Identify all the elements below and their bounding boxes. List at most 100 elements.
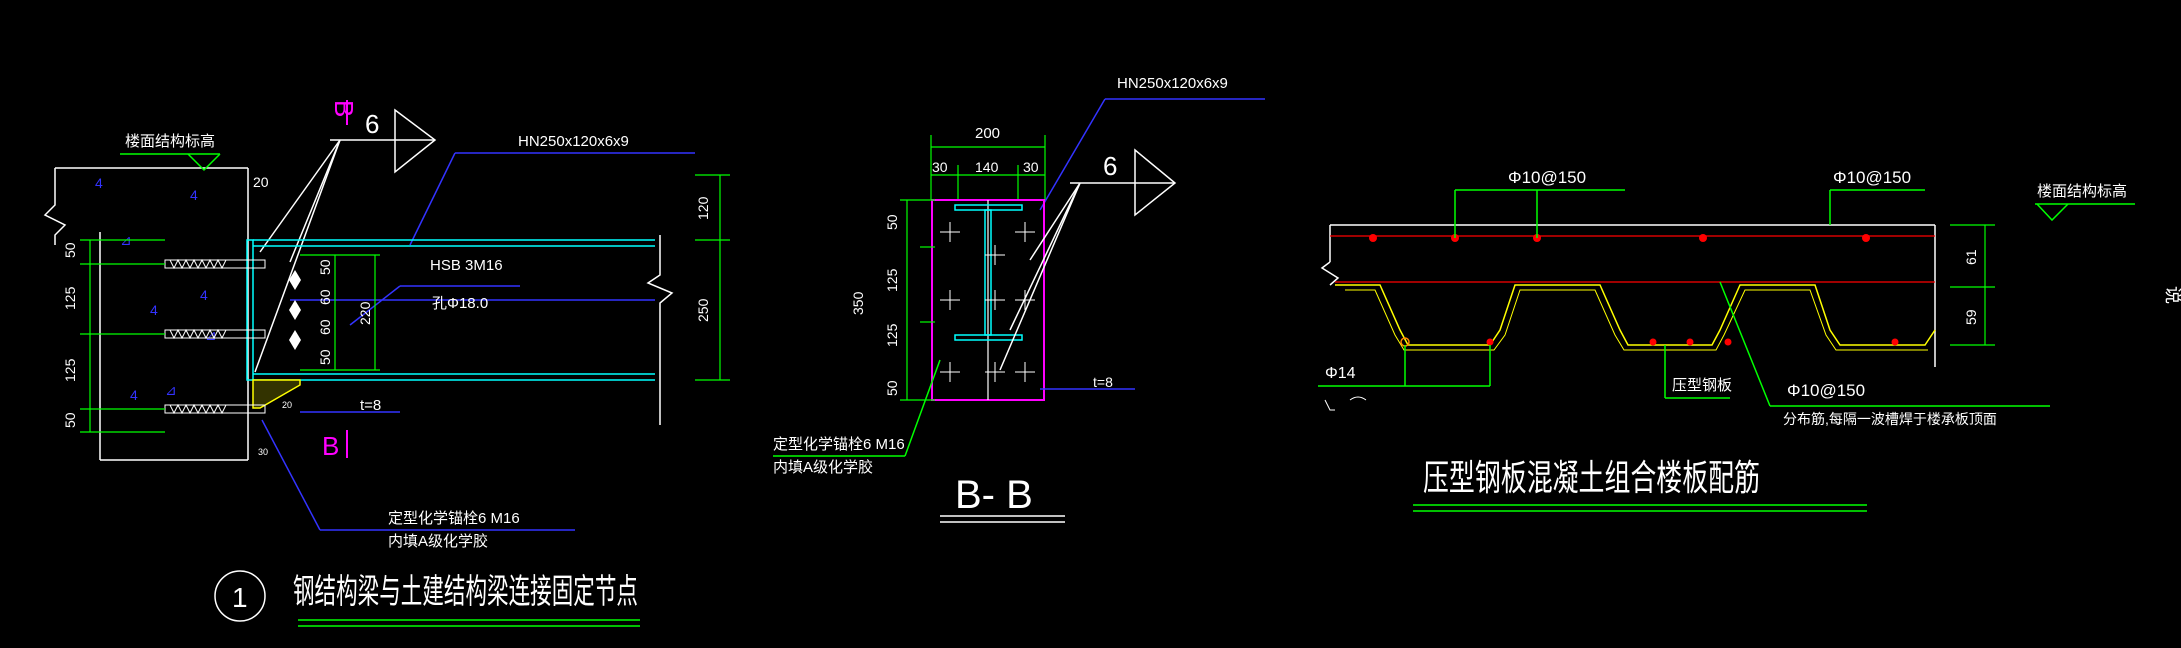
weld-symbol-detail-2: 6 (999, 148, 1177, 371)
right-dimensions-slab (1950, 224, 1995, 346)
svg-text:50: 50 (62, 242, 78, 258)
bolt-label: HSB 3M16 (430, 257, 503, 274)
svg-text:t=8: t=8 (1093, 374, 1113, 390)
svg-text:350: 350 (850, 291, 866, 315)
svg-text:61: 61 (1963, 249, 1979, 265)
svg-text:B: B (329, 100, 359, 117)
svg-text:定型化学锚栓6 M16: 定型化学锚栓6 M16 (773, 436, 905, 453)
detail-3-title-text: 压型钢板混凝土组合楼板配筋 (1423, 457, 1760, 498)
svg-text:59: 59 (1963, 309, 1979, 325)
svg-text:125: 125 (62, 358, 78, 382)
rebar-label-top-right: Φ10@150 (1829, 168, 1925, 225)
steel-beam (253, 239, 655, 381)
svg-text:Φ14: Φ14 (1325, 365, 1356, 382)
svg-text:分布筋,每隔一波槽焊于楼承板顶面: 分布筋,每隔一波槽焊于楼承板顶面 (1783, 411, 1997, 427)
weld-size-label: 6 (365, 109, 379, 139)
svg-text:HN250x120x6x9: HN250x120x6x9 (518, 133, 629, 150)
section-title: B- B (955, 473, 1033, 517)
left-dimensions (80, 239, 165, 433)
detail-number: 1 (232, 582, 248, 613)
distribution-rebar-note: Φ10@150 分布筋,每隔一波槽焊于楼承板顶面 (1719, 281, 2050, 427)
svg-text:60: 60 (317, 319, 333, 335)
detail-3-composite-slab: Φ10@150 Φ10@150 楼面结构标高 61 59 Φ14 (1318, 168, 2181, 512)
floor-level-label: 楼面结构标高 (125, 133, 215, 150)
svg-text:125: 125 (62, 286, 78, 310)
svg-text:30: 30 (932, 159, 948, 175)
svg-text:50: 50 (317, 349, 333, 365)
anchor-bolt (164, 403, 266, 415)
svg-text:B: B (322, 431, 339, 461)
svg-text:30: 30 (258, 447, 268, 457)
anchor-note-detail-2: 定型化学锚栓6 M16 内填A级化学胶 (773, 359, 941, 476)
detail-2-section-bb: HN250x120x6x9 200 30 140 30 (773, 75, 1265, 523)
svg-text:50: 50 (62, 412, 78, 428)
slab-outline (1320, 224, 1936, 367)
anchor-bolts (164, 258, 266, 415)
svg-text:4: 4 (130, 387, 138, 403)
svg-text:220: 220 (357, 301, 373, 325)
svg-text:定型化学锚栓6 M16: 定型化学锚栓6 M16 (388, 510, 520, 527)
svg-text:125: 125 (884, 323, 900, 347)
weld-symbol-detail-1: 6 (254, 108, 437, 373)
floor-level-marker-right: 楼面结构标高 (2035, 183, 2135, 222)
end-plate (246, 239, 254, 381)
detail-1-title: 1 钢结构梁与土建结构梁连接固定节点 (214, 570, 640, 627)
svg-text:内填A级化学胶: 内填A级化学胶 (773, 459, 873, 476)
deck-label: 压型钢板 (1664, 345, 1732, 399)
svg-text:⊿: ⊿ (205, 327, 217, 343)
svg-text:250: 250 (695, 298, 711, 322)
middle-dimension-text: 50 60 60 50 220 (317, 259, 373, 365)
section-mark-b-bottom: B (322, 430, 348, 461)
left-dimension-text: 50 125 125 50 (62, 242, 78, 428)
rebar-label-top-left: Φ10@150 (1454, 168, 1625, 238)
svg-text:内填A级化学胶: 内填A级化学胶 (388, 533, 488, 550)
svg-text:4: 4 (95, 175, 103, 191)
svg-text:Φ10@150: Φ10@150 (1833, 168, 1911, 187)
svg-text:4: 4 (190, 187, 198, 203)
svg-text:60: 60 (317, 289, 333, 305)
svg-text:140: 140 (975, 159, 999, 175)
top-dimensions-bb (930, 135, 1046, 200)
svg-text:30: 30 (1023, 159, 1039, 175)
left-dimensions-bb (900, 199, 935, 401)
floor-level-marker: 楼面结构标高 (120, 133, 221, 172)
svg-text:Φ10@150: Φ10@150 (1787, 381, 1865, 400)
beam-break-line (646, 235, 674, 425)
svg-text:4: 4 (200, 287, 208, 303)
concrete-hatch: 44⊿ 4⊿4 ⊿4 (95, 175, 217, 403)
bottom-bracket (252, 379, 301, 409)
svg-text:6: 6 (1103, 151, 1117, 181)
section-mark-b-top: B (329, 100, 359, 125)
beam-label-detail-1: HN250x120x6x9 (409, 133, 695, 246)
svg-text:50: 50 (317, 259, 333, 275)
right-dimensions (695, 174, 730, 381)
svg-text:50: 50 (884, 380, 900, 396)
svg-text:压型钢板: 压型钢板 (1672, 376, 1732, 394)
rebar-dots (1369, 234, 1899, 347)
plate-thk-label: t=8 (360, 397, 381, 414)
middle-dimensions (300, 254, 380, 371)
svg-text:50: 50 (884, 214, 900, 230)
edge-glyph: 说 (2163, 286, 2181, 304)
anchor-bolt (164, 258, 266, 270)
steel-deck-inner (1345, 289, 1928, 351)
left-dimension-text-bb: 350 50 125 125 50 (850, 214, 900, 396)
svg-text:20: 20 (253, 174, 269, 190)
svg-text:4: 4 (150, 302, 158, 318)
detail-1-title-text: 钢结构梁与土建结构梁连接固定节点 (293, 573, 638, 611)
right-dimension-text: 120 250 (695, 196, 711, 322)
rebar-label-bottom: Φ14 (1318, 345, 1491, 411)
concrete-beam-outline (43, 167, 249, 461)
svg-text:125: 125 (884, 268, 900, 292)
svg-text:Φ10@150: Φ10@150 (1508, 168, 1586, 187)
hole-label: 孔Φ18.0 (432, 295, 488, 312)
anchor-note-detail-1: 定型化学锚栓6 M16 内填A级化学胶 (261, 419, 575, 550)
hsb-bolts (289, 270, 301, 350)
i-beam-section (954, 204, 1023, 341)
svg-text:⊿: ⊿ (165, 382, 177, 398)
svg-text:200: 200 (975, 125, 1000, 142)
svg-text:20: 20 (282, 400, 292, 410)
beam-label-detail-2: HN250x120x6x9 (1117, 75, 1228, 92)
detail-3-title: 压型钢板混凝土组合楼板配筋 (1413, 457, 1867, 512)
